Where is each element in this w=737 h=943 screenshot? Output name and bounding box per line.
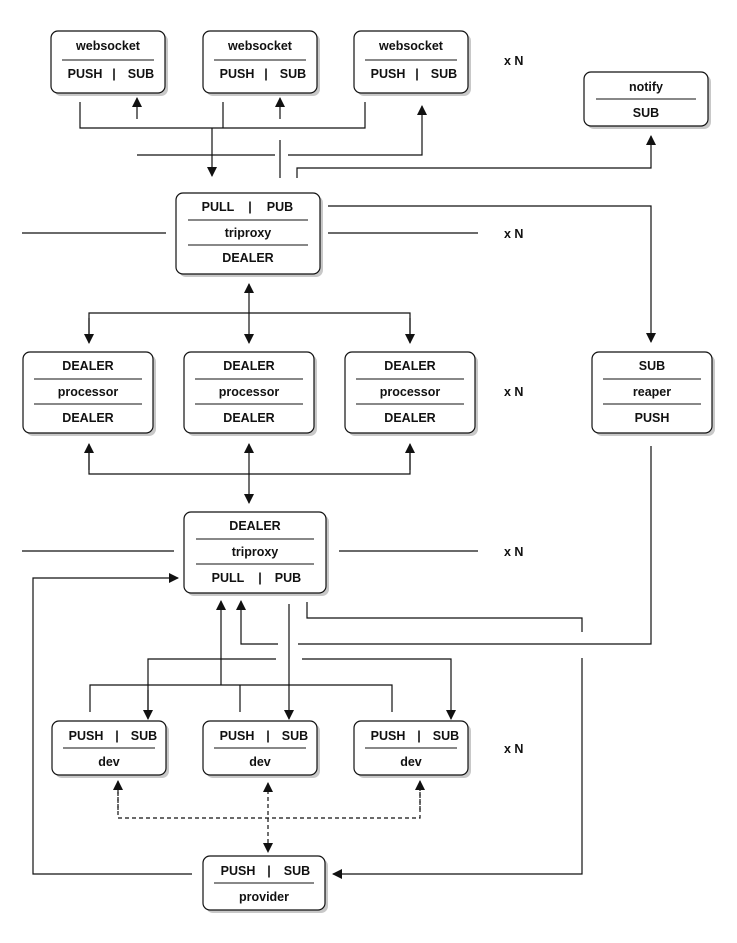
dev-sub-bus: [147, 658, 276, 718]
port-label: SUB: [433, 729, 459, 743]
port-label: SUB: [131, 729, 157, 743]
triproxy-bottom-node: DEALER triproxy PULL | PUB: [183, 511, 329, 596]
triproxy-top-node: PULL | PUB triproxy DEALER: [175, 192, 323, 277]
port-separator: |: [266, 729, 270, 743]
websocket-node-2: websocket PUSH | SUB: [202, 30, 320, 96]
dev-node-3: PUSH | SUB dev: [353, 720, 471, 778]
node-role-label: triproxy: [232, 545, 279, 559]
node-role-label: websocket: [227, 39, 293, 53]
port-label: DEALER: [384, 411, 435, 425]
dev-push-bus: [89, 684, 393, 712]
pub-to-reaper: [328, 205, 656, 343]
port-label: PULL: [202, 200, 235, 214]
provider-node: PUSH | SUB provider: [202, 855, 328, 913]
multiplicity-label: x N: [504, 545, 523, 559]
provider-push-return: [32, 573, 192, 875]
ws3-sub-feed: [288, 105, 427, 156]
port-separator: |: [112, 67, 116, 81]
port-separator: |: [417, 729, 421, 743]
port-label: PUSH: [68, 67, 103, 81]
port-label: PUSH: [371, 67, 406, 81]
port-label: PUSH: [371, 729, 406, 743]
multiplicity-label: x N: [504, 54, 523, 68]
multiplicity-label: x N: [504, 227, 523, 241]
port-label: DEALER: [62, 359, 113, 373]
dev-node-2: PUSH | SUB dev: [202, 720, 320, 778]
port-label: DEALER: [222, 251, 273, 265]
node-role-label: processor: [58, 385, 119, 399]
port-label: SUB: [633, 106, 659, 120]
port-label: SUB: [128, 67, 154, 81]
port-label: PUSH: [635, 411, 670, 425]
port-label: SUB: [280, 67, 306, 81]
port-label: SUB: [282, 729, 308, 743]
reaper-node: SUB reaper PUSH: [591, 351, 715, 436]
port-label: PULL: [212, 571, 245, 585]
node-role-label: processor: [219, 385, 280, 399]
node-role-label: notify: [629, 80, 663, 94]
pub-to-provider: [306, 602, 583, 632]
port-separator: |: [248, 200, 252, 214]
dev-provider-dashed-bus: [117, 783, 421, 819]
notify-node: notify SUB: [583, 71, 711, 129]
dev3-sub-feed: [302, 658, 456, 720]
port-label: PUSH: [220, 67, 255, 81]
port-label: PUSH: [220, 729, 255, 743]
port-label: DEALER: [62, 411, 113, 425]
multiplicity-label: x N: [504, 385, 523, 399]
port-label: DEALER: [223, 411, 274, 425]
port-label: SUB: [431, 67, 457, 81]
port-label: PUB: [275, 571, 301, 585]
port-separator: |: [415, 67, 419, 81]
multiplicity-label: x N: [504, 742, 523, 756]
node-role-label: triproxy: [225, 226, 272, 240]
node-role-label: dev: [400, 755, 422, 769]
notify-sub-feed: [296, 135, 656, 178]
port-label: DEALER: [384, 359, 435, 373]
port-label: DEALER: [229, 519, 280, 533]
port-separator: |: [115, 729, 119, 743]
reaper-push-return: [298, 446, 652, 645]
processor-node-1: DEALER processor DEALER: [22, 351, 156, 436]
port-separator: |: [267, 864, 271, 878]
node-role-label: processor: [380, 385, 441, 399]
reaper-to-pull: [236, 600, 278, 645]
port-label: SUB: [284, 864, 310, 878]
port-separator: |: [264, 67, 268, 81]
port-label: SUB: [639, 359, 665, 373]
port-label: DEALER: [223, 359, 274, 373]
node-role-label: dev: [98, 755, 120, 769]
port-separator: |: [258, 571, 262, 585]
provider-sub-feed: [332, 658, 583, 879]
port-label: PUSH: [221, 864, 256, 878]
node-role-label: provider: [239, 890, 289, 904]
processor-node-3: DEALER processor DEALER: [344, 351, 478, 436]
port-label: PUSH: [69, 729, 104, 743]
node-role-label: reaper: [633, 385, 671, 399]
node-role-label: dev: [249, 755, 271, 769]
websocket-node-3: websocket PUSH | SUB: [353, 30, 471, 96]
node-role-label: websocket: [378, 39, 444, 53]
websocket-node-1: websocket PUSH | SUB: [50, 30, 168, 96]
dev-node-1: PUSH | SUB dev: [51, 720, 169, 778]
connectors: [22, 97, 656, 879]
node-role-label: websocket: [75, 39, 141, 53]
processor-node-2: DEALER processor DEALER: [183, 351, 317, 436]
port-label: PUB: [267, 200, 293, 214]
